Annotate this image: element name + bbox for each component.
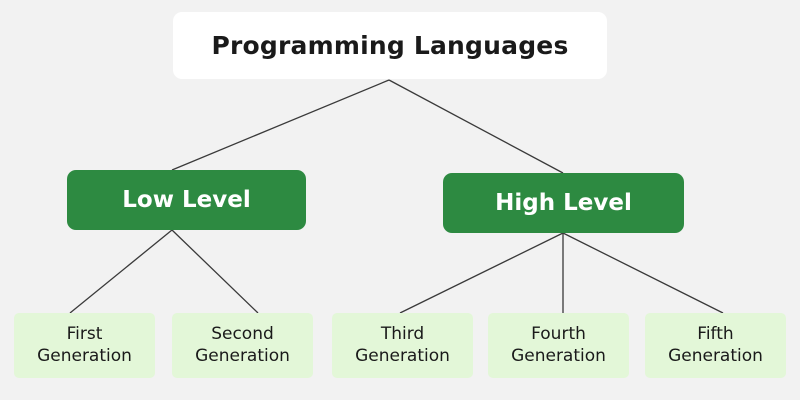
- node-fourth-generation[interactable]: Fourth Generation: [488, 313, 629, 378]
- node-high-level-label: High Level: [495, 190, 632, 216]
- node-first-generation-label: First Generation: [37, 324, 132, 366]
- node-high-level[interactable]: High Level: [443, 173, 684, 233]
- node-first-generation[interactable]: First Generation: [14, 313, 155, 378]
- node-fifth-generation[interactable]: Fifth Generation: [645, 313, 786, 378]
- node-third-generation[interactable]: Third Generation: [332, 313, 473, 378]
- edge-high-to-fifth-generation: [562, 232, 724, 314]
- edge-low-to-first-generation: [69, 229, 173, 314]
- edge-high-to-third-generation: [399, 232, 564, 314]
- node-fourth-generation-label: Fourth Generation: [511, 324, 606, 366]
- node-second-generation-label: Second Generation: [195, 324, 290, 366]
- node-fifth-generation-label: Fifth Generation: [668, 324, 763, 366]
- node-third-generation-label: Third Generation: [355, 324, 450, 366]
- node-low-level[interactable]: Low Level: [67, 170, 306, 230]
- edge-low-to-second-generation: [171, 229, 259, 314]
- node-second-generation[interactable]: Second Generation: [172, 313, 313, 378]
- node-programming-languages[interactable]: Programming Languages: [173, 12, 607, 79]
- node-low-level-label: Low Level: [122, 187, 251, 213]
- node-root-label: Programming Languages: [211, 31, 569, 60]
- edge-root-to-high-level: [388, 79, 564, 174]
- edge-root-to-low-level: [171, 79, 390, 171]
